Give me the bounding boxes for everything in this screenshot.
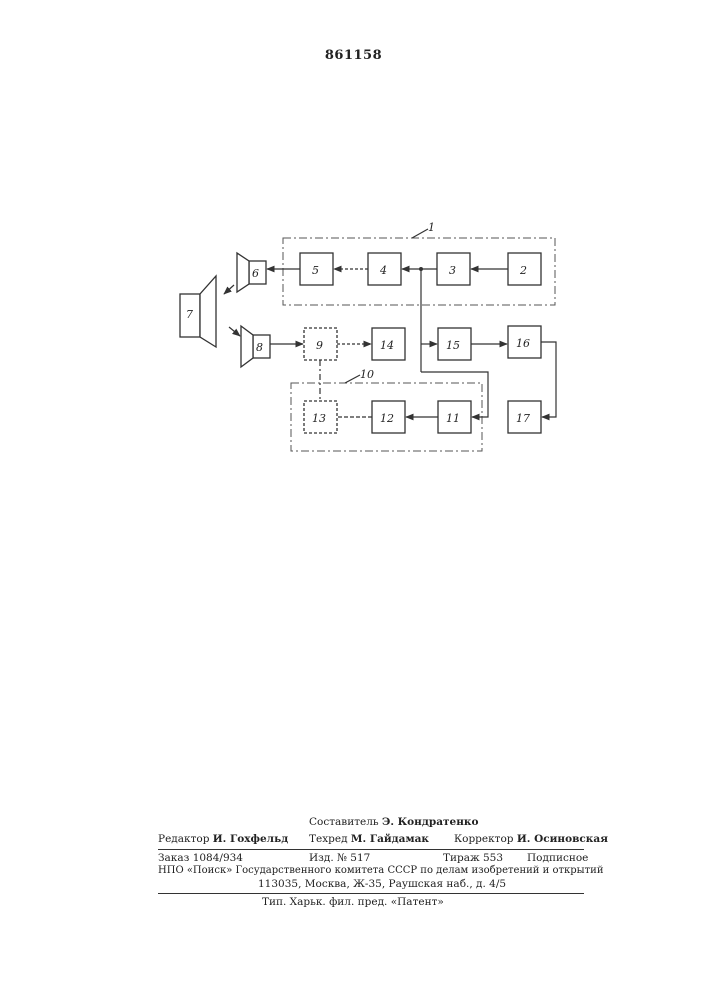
group-1-label: 1 xyxy=(428,221,435,234)
circulation: Тираж 553 xyxy=(443,852,503,864)
block-17-label: 17 xyxy=(516,412,530,425)
order-number: Заказ 1084/934 xyxy=(158,852,243,864)
editor-label: Редактор xyxy=(158,833,209,845)
editor-name: И. Гохфельд xyxy=(213,833,288,845)
transducer-6-horn xyxy=(237,253,249,292)
block-9-label: 9 xyxy=(316,339,323,352)
compiler-label: Составитель xyxy=(309,816,379,828)
techred-line: Техред М. Гайдамак xyxy=(309,833,429,845)
group-10-leader xyxy=(345,375,360,383)
transducer-8-horn xyxy=(241,326,253,367)
block-14-label: 14 xyxy=(380,339,394,352)
block-6-label: 6 xyxy=(252,267,259,280)
address-line: 113035, Москва, Ж-35, Раушская наб., д. … xyxy=(258,878,506,890)
corrector-line: Корректор И. Осиновская xyxy=(454,833,608,845)
link-16-17 xyxy=(541,342,556,417)
subscription: Подписное xyxy=(527,852,588,864)
corrector-name: И. Осиновская xyxy=(517,833,608,845)
edition-number: Изд. № 517 xyxy=(309,852,370,864)
block-4-label: 4 xyxy=(379,264,387,277)
footer-rule-bottom xyxy=(158,893,584,894)
footer-rule-top xyxy=(158,849,584,850)
block-5-label: 5 xyxy=(312,264,319,277)
techred-label: Техред xyxy=(309,833,348,845)
editor-line: Редактор И. Гохфельд xyxy=(158,833,288,845)
block-16-label: 16 xyxy=(516,337,530,350)
compiler-line: Составитель Э. Кондратенко xyxy=(309,816,478,828)
block-2-label: 2 xyxy=(519,264,527,277)
block-11-label: 11 xyxy=(446,412,460,425)
compiler-name: Э. Кондратенко xyxy=(382,816,479,828)
printer-line: Тип. Харьк. фил. пред. «Патент» xyxy=(262,896,444,908)
group-10-label: 10 xyxy=(360,368,374,381)
block-12-label: 12 xyxy=(380,412,394,425)
block-3-label: 3 xyxy=(449,264,456,277)
techred-name: М. Гайдамак xyxy=(351,833,429,845)
wave-6-to-7 xyxy=(224,285,234,294)
corrector-label: Корректор xyxy=(454,833,514,845)
block-15-label: 15 xyxy=(446,339,460,352)
block-13-label: 13 xyxy=(312,412,326,425)
group-1-leader xyxy=(412,229,428,238)
wave-7-to-8 xyxy=(229,327,240,336)
object-7-reflector xyxy=(200,276,216,347)
npo-line: НПО «Поиск» Государственного комитета СС… xyxy=(158,865,604,876)
block-8-label: 8 xyxy=(256,341,263,354)
block-7-label: 7 xyxy=(186,308,193,321)
